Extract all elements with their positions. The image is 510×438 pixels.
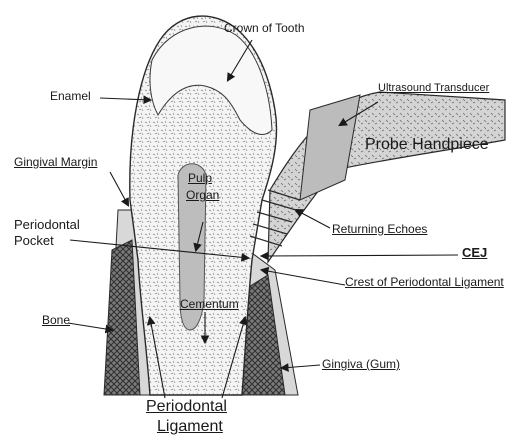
- label-organ: Organ: [186, 189, 219, 203]
- label-returning-echoes: Returning Echoes: [332, 223, 427, 237]
- label-crest: Crest of Periodontal Ligament: [345, 276, 504, 290]
- label-cementum: Cementum: [180, 298, 239, 312]
- label-crown-of-tooth: Crown of Tooth: [224, 22, 305, 36]
- cej-leader: [262, 255, 458, 256]
- gingival-margin-leader: [110, 172, 128, 205]
- label-gingiva: Gingiva (Gum): [322, 358, 400, 372]
- label-periodontal-ligament-2: Ligament: [157, 418, 223, 436]
- label-bone: Bone: [42, 314, 70, 328]
- label-enamel: Enamel: [50, 90, 91, 104]
- transducer-shape: [300, 95, 360, 200]
- label-pulp: Pulp: [188, 172, 212, 186]
- label-ultrasound-transducer: Ultrasound Transducer: [378, 82, 489, 95]
- label-probe-handpiece: Probe Handpiece: [365, 136, 489, 154]
- label-periodontal-pocket-2: Pocket: [14, 234, 54, 249]
- returning-leader: [296, 210, 330, 228]
- label-gingival-margin: Gingival Margin: [14, 156, 97, 170]
- label-cej: CEJ: [462, 246, 487, 261]
- label-periodontal-ligament-1: Periodontal: [146, 398, 227, 416]
- label-periodontal-pocket-1: Periodontal: [14, 218, 80, 233]
- bone-leader: [68, 323, 112, 330]
